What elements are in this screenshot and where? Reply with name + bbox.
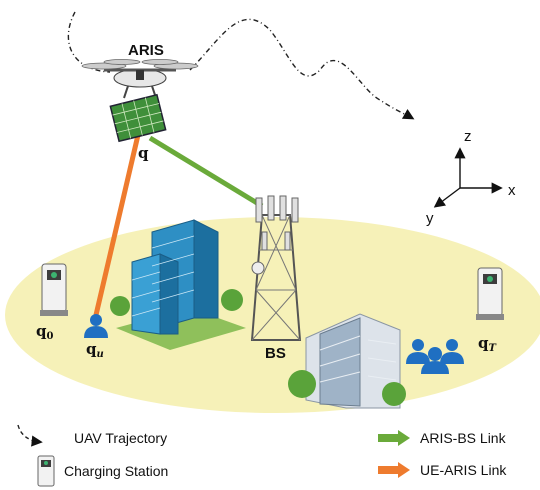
qu-label-text: q <box>86 340 97 358</box>
charging-station-right-icon <box>476 267 504 320</box>
qu-label-sub: u <box>96 349 104 360</box>
legend-ue-aris-label: UE-ARIS Link <box>420 462 507 478</box>
legend-trajectory-label: UAV Trajectory <box>74 430 168 446</box>
charging-station-left-icon <box>40 263 68 316</box>
coverage-area <box>5 217 540 413</box>
ue-aris-link <box>93 134 141 316</box>
legend-charging-label: Charging Station <box>64 463 169 479</box>
qu-label: qu <box>86 340 104 360</box>
office-building-left-icon <box>110 219 246 350</box>
aris-panel-icon <box>109 93 167 143</box>
coordinate-axes <box>433 147 503 208</box>
axis-y-label: y <box>426 210 434 227</box>
axis-x-label: x <box>508 182 516 199</box>
qT-label-sub: T <box>488 343 496 354</box>
legend-aris-bs-arrow-icon <box>378 430 410 446</box>
qT-label-text: q <box>478 334 489 352</box>
aris-label: ARIS <box>128 42 164 59</box>
qT-label: qT <box>478 334 496 354</box>
legend-ue-aris-arrow-icon <box>378 462 410 478</box>
q-label-text: q <box>138 144 149 162</box>
q-label: q <box>138 144 149 162</box>
q0-label-sub: 0 <box>46 331 54 342</box>
legend-charging-station-icon <box>37 455 55 487</box>
legend-aris-bs-label: ARIS-BS Link <box>420 430 506 446</box>
user-icon <box>84 314 108 338</box>
base-station-tower-icon <box>250 195 302 341</box>
legend-trajectory-icon <box>17 424 43 447</box>
user-group-icon <box>406 339 464 374</box>
uav-drone-icon <box>81 59 199 99</box>
q0-label: q0 <box>36 322 53 342</box>
q0-label-text: q <box>36 322 47 340</box>
bs-label: BS <box>265 345 286 362</box>
aris-bs-link <box>148 135 264 209</box>
uav-trajectory-path <box>67 11 412 118</box>
axis-z-label: z <box>464 128 472 145</box>
office-building-right-icon <box>288 313 406 409</box>
